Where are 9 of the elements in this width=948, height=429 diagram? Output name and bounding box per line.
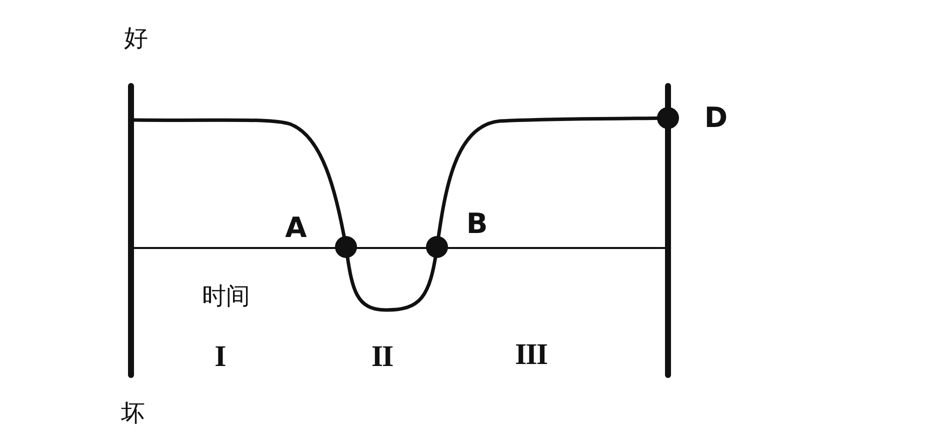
- phase-label: I: [214, 342, 226, 372]
- axis-end-label: 好: [124, 26, 148, 50]
- point-label: B: [466, 210, 488, 238]
- phase-label: II: [371, 342, 393, 372]
- axis-end-label: 坏: [121, 401, 145, 425]
- point-label: D: [704, 104, 728, 132]
- axis-label: 时间: [202, 284, 250, 308]
- point-label: A: [285, 214, 307, 242]
- phase-label: III: [514, 340, 548, 370]
